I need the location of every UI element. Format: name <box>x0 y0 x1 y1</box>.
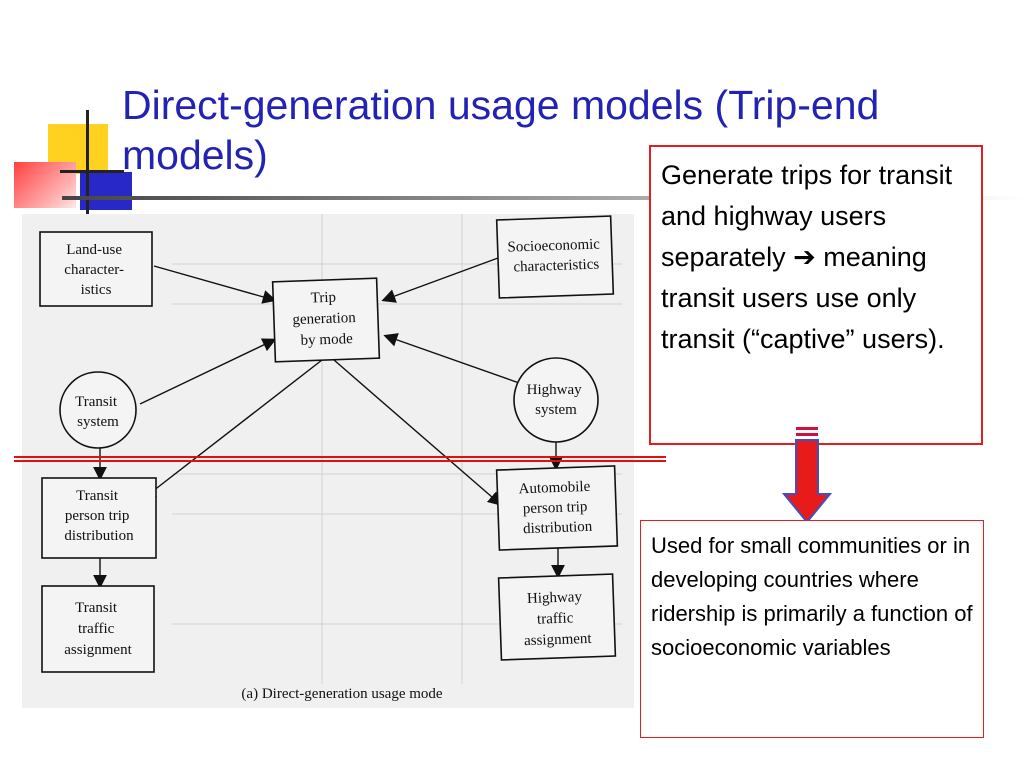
edge-tripgen-autodist <box>333 359 503 506</box>
node-socioeconomic-label: Socioeconomic characteristics <box>507 236 604 275</box>
right-arrow-icon: ➔ <box>793 242 816 273</box>
node-trip-generation-box <box>271 277 381 363</box>
node-highway-system-circle <box>513 357 599 443</box>
callout-box-bottom: Used for small communities or in develop… <box>640 520 984 738</box>
node-transit-assignment-box <box>41 585 155 673</box>
node-land-use-label: Land-use character- istics <box>64 242 127 298</box>
node-transit-system-label: Transit system <box>75 394 121 430</box>
edge-transit-tripgen <box>139 338 277 405</box>
callout-top-text: Generate trips for transit and highway u… <box>661 160 953 272</box>
red-divider-line <box>14 456 666 462</box>
node-land-use-box <box>39 231 153 307</box>
edge-tripgen-transitdist <box>141 359 323 500</box>
edge-highway-tripgen <box>383 333 523 385</box>
callout-top-text2: meaning transit users use only transit (… <box>661 242 945 354</box>
node-highway-assignment-label: Highway traffic assignment <box>522 589 592 649</box>
node-trip-generation-label: Trip generation by mode <box>291 289 360 349</box>
node-auto-distribution-label: Automobile person trip distribution <box>518 479 595 538</box>
diagram-caption: (a) Direct-generation usage mode <box>241 686 442 702</box>
slide-title: Direct-generation usage models (Trip-end… <box>122 82 880 178</box>
down-arrow-icon <box>782 427 832 524</box>
node-socioeconomic-box <box>495 215 615 299</box>
callout-box-top: Generate trips for transit and highway u… <box>649 145 983 445</box>
edge-socio-tripgen <box>381 257 499 303</box>
node-highway-system-label: Highway system <box>527 382 586 418</box>
callout-bottom-text: Used for small communities or in develop… <box>651 533 973 660</box>
node-auto-distribution-box <box>495 465 619 551</box>
edge-landuse-tripgen <box>153 265 277 304</box>
node-transit-system-circle <box>59 371 137 449</box>
horizontal-rule <box>60 170 124 173</box>
node-highway-assignment-box <box>497 573 617 661</box>
corner-decoration <box>0 0 140 220</box>
title-underline <box>62 196 1024 200</box>
vertical-rule <box>86 110 89 214</box>
red-gradient-square <box>14 162 76 208</box>
node-transit-distribution-box <box>41 477 157 559</box>
node-transit-distribution-label: Transit person trip distribution <box>64 488 134 544</box>
node-transit-assignment-label: Transit traffic assignment <box>64 600 132 658</box>
